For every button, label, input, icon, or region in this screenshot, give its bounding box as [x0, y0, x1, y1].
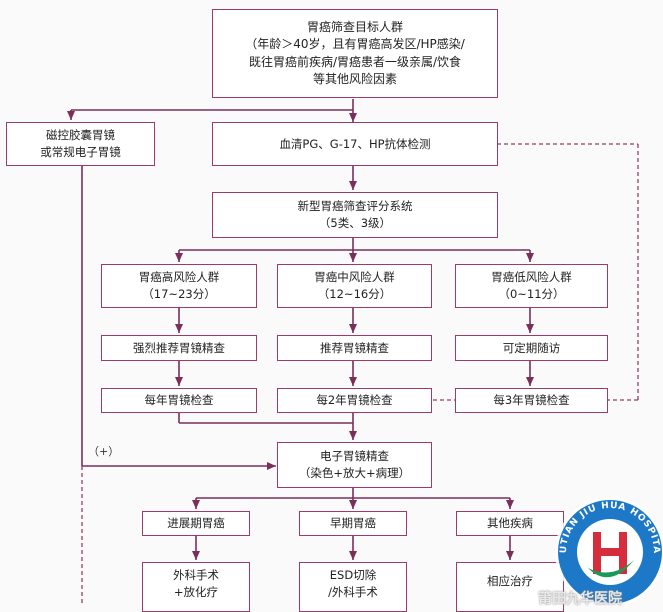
- risk-group-score: （0~11分）: [498, 287, 565, 301]
- advanced-cancer-box: 进展期胃癌: [142, 511, 250, 536]
- capsule-endoscopy-line-2: 或常规电子胃镜: [40, 145, 121, 159]
- treatment-line: 外科手术: [173, 568, 219, 582]
- target-population-title: 胃癌筛查目标人群: [306, 19, 403, 34]
- risk-group-name: 胃癌低风险人群: [491, 270, 572, 285]
- outcome-label: 进展期胃癌: [167, 516, 225, 531]
- target-population-line-2: 既往胃癌前疾病/胃癌患者一级亲属/饮食: [248, 54, 462, 69]
- endoscopy-detail-box: 电子胃镜精查 （染色+放大+病理）: [277, 442, 432, 488]
- risk-followup-label: 每年胃镜检查: [144, 393, 214, 408]
- serum-test-label: 血清PG、G-17、HP抗体检测: [279, 136, 431, 151]
- endoscopy-detail-line-2: （染色+放大+病理）: [298, 466, 411, 480]
- low-risk-followup-box: 每3年胃镜检查: [455, 388, 608, 413]
- low-risk-group-box: 胃癌低风险人群 （0~11分）: [455, 264, 608, 308]
- capsule-endoscopy-line-1: 磁控胶囊胃镜: [46, 128, 115, 143]
- early-cancer-box: 早期胃癌: [299, 511, 407, 536]
- low-risk-action-box: 可定期随访: [455, 335, 608, 361]
- scoring-system-line-2: （5类、3级）: [318, 216, 392, 230]
- capsule-endoscopy-box: 磁控胶囊胃镜 或常规电子胃镜: [6, 122, 155, 166]
- high-risk-action-box: 强烈推荐胃镜精查: [101, 335, 257, 361]
- risk-group-score: （17~23分）: [142, 287, 216, 301]
- risk-followup-label: 每2年胃镜检查: [316, 393, 393, 408]
- scoring-system-box: 新型胃癌筛查评分系统 （5类、3级）: [212, 192, 498, 238]
- risk-action-label: 强烈推荐胃镜精查: [133, 340, 225, 355]
- outcome-label: 其他疾病: [487, 516, 533, 531]
- target-population-line-3: 等其他风险因素: [312, 71, 397, 86]
- medium-risk-action-box: 推荐胃镜精查: [277, 335, 432, 361]
- medium-risk-group-box: 胃癌中风险人群 （12~16分）: [277, 264, 432, 308]
- treatment-line: +放化疗: [173, 584, 219, 599]
- risk-followup-label: 每3年胃镜检查: [493, 393, 570, 408]
- other-disease-box: 其他疾病: [456, 511, 564, 536]
- serum-test-box: 血清PG、G-17、HP抗体检测: [212, 122, 498, 166]
- watermark-english: PUTIAN JIU HUA HOSPITAL: [0, 0, 661, 554]
- risk-action-label: 可定期随访: [502, 340, 561, 355]
- risk-action-label: 推荐胃镜精查: [320, 340, 389, 355]
- risk-group-name: 胃癌中风险人群: [314, 270, 395, 285]
- plus-result-label: （+）: [88, 445, 120, 458]
- high-risk-followup-box: 每年胃镜检查: [101, 388, 257, 413]
- endoscopy-detail-line-1: 电子胃镜精查: [320, 449, 389, 464]
- treatment-line: /外科手术: [328, 584, 378, 599]
- treatment-line: ESD切除: [329, 568, 377, 582]
- watermark-chinese: 莆田九华医院: [538, 591, 622, 607]
- risk-group-score: （12~16分）: [317, 287, 392, 301]
- treatment-line: 相应治疗: [487, 574, 533, 588]
- target-population-box: 胃癌筛查目标人群 （年龄＞40岁，且有胃癌高发区/HP感染/ 既往胃癌前疾病/胃…: [212, 9, 498, 98]
- high-risk-group-box: 胃癌高风险人群 （17~23分）: [101, 264, 257, 308]
- medium-risk-followup-box: 每2年胃镜检查: [277, 388, 432, 413]
- svg-text:PUTIAN JIU HUA HOSPITAL: PUTIAN JIU HUA HOSPITAL: [0, 0, 661, 554]
- outcome-label: 早期胃癌: [330, 516, 376, 531]
- target-population-line-1: （年龄＞40岁，且有胃癌高发区/HP感染/: [245, 37, 465, 52]
- scoring-system-line-1: 新型胃癌筛查评分系统: [297, 199, 413, 214]
- risk-group-name: 胃癌高风险人群: [138, 270, 220, 285]
